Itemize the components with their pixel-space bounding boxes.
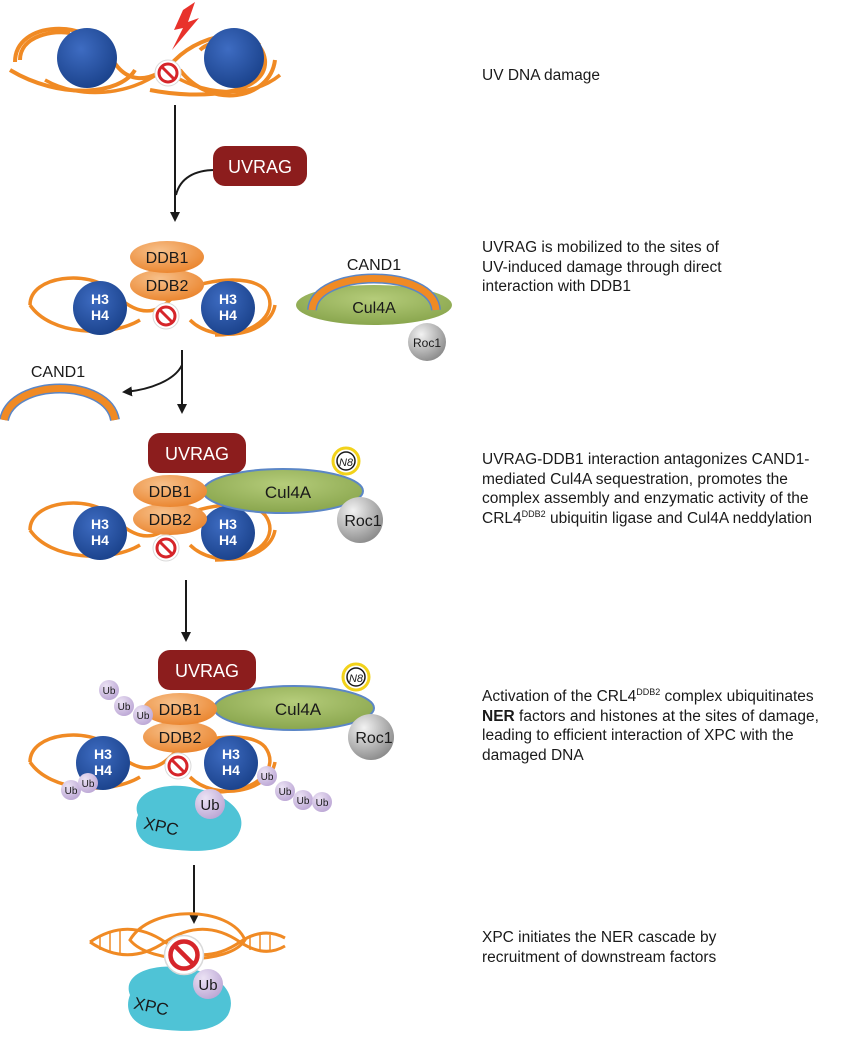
uvrag-box-1	[213, 146, 307, 186]
nedd8-label-3: N8	[339, 457, 354, 469]
lesion-icon-2	[151, 301, 181, 331]
ub-bead-5: Ub	[193, 969, 223, 999]
ddb2-blob-2	[130, 269, 204, 301]
ub-bead-4c: Ub	[133, 705, 153, 725]
ddb2-label-3: DDB2	[149, 512, 192, 529]
h3-label-2b: H3	[219, 291, 237, 307]
roc1-label-3: Roc1	[344, 513, 381, 530]
h3-label-4b: H3	[222, 746, 240, 762]
h3-label-3b: H3	[219, 516, 237, 532]
svg-text:Ub: Ub	[297, 796, 310, 807]
cand1-label-free: CAND1	[347, 257, 401, 274]
svg-text:Ub: Ub	[137, 711, 150, 722]
nucleosome-1a	[57, 28, 117, 88]
ddb1-label-4: DDB1	[159, 702, 202, 719]
ddb1-blob-2	[130, 241, 204, 273]
step4-description: Activation of the CRL4DDB2 complex ubiqu…	[482, 687, 819, 764]
h3-label-3a: H3	[91, 516, 109, 532]
svg-text:Ub: Ub	[65, 786, 78, 797]
ub-bead-4xpc: Ub	[195, 789, 225, 819]
svg-text:Ub: Ub	[82, 779, 95, 790]
nucleosome-1b	[204, 28, 264, 88]
cul4a-blob-free	[296, 285, 452, 325]
step1-description: UV DNA damage	[482, 67, 601, 84]
cul4a-label-3: Cul4A	[265, 483, 312, 502]
uvrag-recruit-arrow	[175, 169, 216, 196]
ddb1-blob-4	[143, 693, 217, 725]
h4-label-3a: H4	[91, 532, 109, 548]
lightning-icon	[172, 2, 199, 50]
ub-bead-4b: Ub	[114, 696, 134, 716]
step2-description: UVRAG is mobilized to the sites of UV-in…	[482, 239, 722, 295]
svg-text:Ub: Ub	[118, 702, 131, 713]
h4-label-4a: H4	[94, 762, 112, 778]
ddb1-label-3: DDB1	[149, 484, 192, 501]
ub-bead-4h: Ub	[293, 790, 313, 810]
ddb1-label-2: DDB1	[146, 250, 189, 267]
h4-label-4b: H4	[222, 762, 240, 778]
svg-text:Ub: Ub	[316, 798, 329, 809]
ub-bead-4i: Ub	[312, 792, 332, 812]
nucleosome-2b	[201, 281, 255, 335]
h3-label-2a: H3	[91, 291, 109, 307]
nucleosome-4b	[204, 736, 258, 790]
cand1-label-released: CAND1	[31, 364, 85, 381]
step3-description: UVRAG-DDB1 interaction antagonizes CAND1…	[482, 451, 812, 527]
roc1-blob-4	[348, 714, 394, 760]
roc1-blob-3	[337, 497, 383, 543]
svg-text:Ub: Ub	[261, 772, 274, 783]
svg-text:Ub: Ub	[200, 797, 219, 814]
lesion-icon-5	[165, 936, 204, 975]
ddb2-label-4: DDB2	[159, 730, 202, 747]
nucleosome-3b	[201, 506, 255, 560]
roc1-label-free: Roc1	[413, 336, 441, 350]
roc1-blob-free	[408, 323, 446, 361]
h4-label-2a: H4	[91, 307, 109, 323]
ddb2-blob-4	[143, 721, 217, 753]
uvrag-label-1: UVRAG	[228, 157, 292, 177]
h3-label-4a: H3	[94, 746, 112, 762]
ub-bead-4f: Ub	[257, 766, 277, 786]
cand1-arc-released	[0, 383, 120, 422]
step5-description: XPC initiates the NER cascade by recruit…	[482, 929, 717, 966]
svg-text:Ub: Ub	[279, 787, 292, 798]
roc1-label-4: Roc1	[355, 730, 392, 747]
uvrag-label-3: UVRAG	[165, 444, 229, 464]
lesion-icon	[153, 58, 183, 88]
svg-text:Ub: Ub	[103, 686, 116, 697]
uvrag-box-4	[158, 650, 256, 690]
ddb2-label-2: DDB2	[146, 278, 189, 295]
ub-bead-4g: Ub	[275, 781, 295, 801]
h4-label-3b: H4	[219, 532, 237, 548]
ub-bead-4e: Ub	[78, 773, 98, 793]
ddb1-blob-3	[133, 475, 207, 507]
cul4a-label-free: Cul4A	[352, 300, 396, 317]
h4-label-2b: H4	[219, 307, 237, 323]
ddb2-blob-3	[133, 503, 207, 535]
nucleosome-3a	[73, 506, 127, 560]
uvrag-box-3	[148, 433, 246, 473]
cul4a-label-4: Cul4A	[275, 700, 322, 719]
ub-bead-4d: Ub	[61, 780, 81, 800]
nedd8-label-4: N8	[349, 673, 364, 685]
uvrag-label-4: UVRAG	[175, 661, 239, 681]
ub-bead-4a: Ub	[99, 680, 119, 700]
nucleosome-2a	[73, 281, 127, 335]
svg-text:Ub: Ub	[198, 977, 217, 994]
lesion-icon-3	[151, 533, 181, 563]
lesion-icon-4	[163, 751, 193, 781]
cand1-release-arrow	[122, 364, 183, 397]
